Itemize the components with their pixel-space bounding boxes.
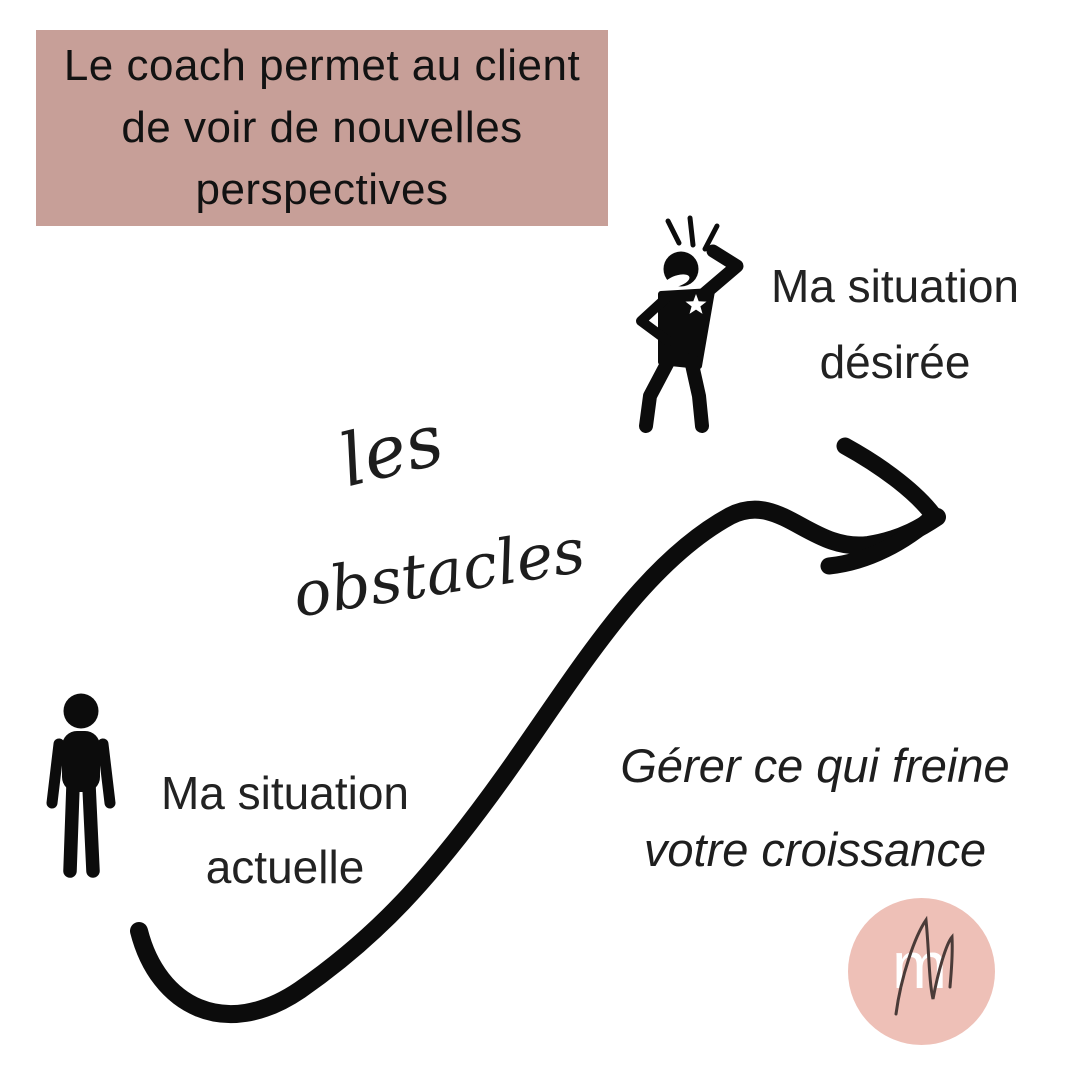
excitement-rays-icon	[665, 215, 720, 252]
person-standing-icon	[46, 693, 116, 878]
growth-arrow-icon	[130, 437, 946, 1024]
torso	[62, 731, 100, 792]
header-banner: Le coach permet au client de voir de nou…	[36, 30, 608, 226]
smile-icon	[664, 274, 690, 288]
banner-line-2: de voir de nouvelles	[121, 103, 523, 152]
desired-line-2: désirée	[819, 336, 971, 388]
right-leg	[82, 779, 100, 878]
arrow-barb-upper	[836, 437, 943, 525]
desired-situation-label: Ma situation désirée	[740, 248, 1050, 400]
caption-line-1: Gérer ce qui freine	[620, 739, 1010, 792]
left-leg	[639, 353, 676, 433]
caption-line-2: votre croissance	[643, 823, 987, 876]
current-situation-label: Ma situation actuelle	[130, 756, 440, 904]
brand-logo: m	[848, 898, 995, 1045]
left-leg	[63, 779, 80, 878]
script-m-icon	[894, 915, 954, 1016]
right-leg	[684, 353, 709, 433]
star-icon	[685, 294, 707, 314]
arrow-barb-lower	[820, 507, 943, 575]
person-confident-icon	[636, 215, 744, 433]
growth-caption: Gérer ce qui freine votre croissance	[570, 724, 1060, 892]
akimbo-arm	[636, 294, 673, 346]
current-line-2: actuelle	[205, 841, 365, 893]
head	[63, 693, 99, 729]
desired-line-1: Ma situation	[770, 260, 1019, 312]
left-arm	[46, 738, 65, 809]
banner-line-1: Le coach permet au client	[63, 41, 581, 90]
flexed-arm	[696, 244, 744, 302]
current-line-1: Ma situation	[160, 767, 409, 819]
banner-line-3: perspectives	[195, 165, 449, 214]
arrow-shaft	[130, 500, 946, 1024]
right-arm	[97, 738, 116, 809]
